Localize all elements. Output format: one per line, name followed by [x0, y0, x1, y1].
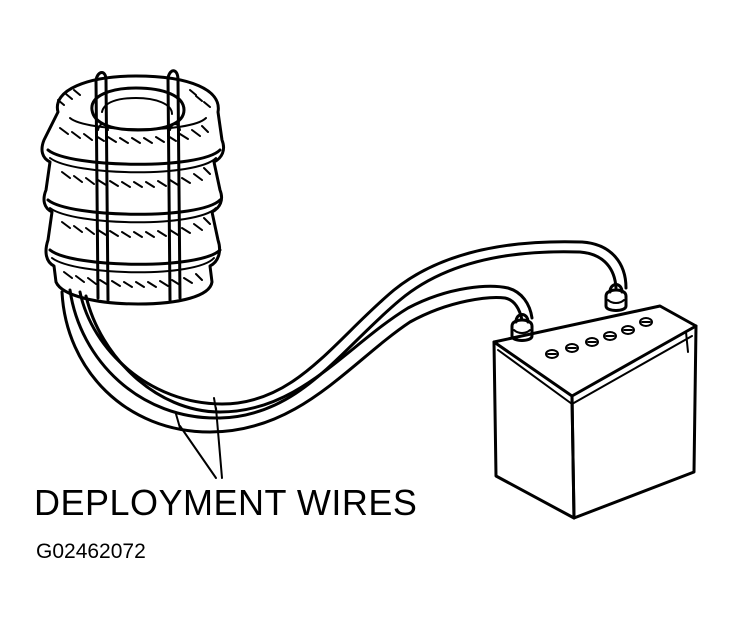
battery: [492, 283, 698, 520]
figure-code-label: G02462072: [36, 540, 146, 563]
battery-terminal-right: [604, 283, 628, 312]
tire-stack: [40, 69, 226, 306]
battery-terminal-left: [510, 313, 534, 342]
label-leader-lines: [179, 407, 223, 479]
battery-vent-caps: [545, 317, 653, 359]
tire-straps: [94, 69, 182, 302]
tire-tread-marks: [57, 89, 211, 288]
deployment-wires-label: DEPLOYMENT WIRES: [34, 482, 418, 523]
deployment-wires: [60, 240, 628, 434]
